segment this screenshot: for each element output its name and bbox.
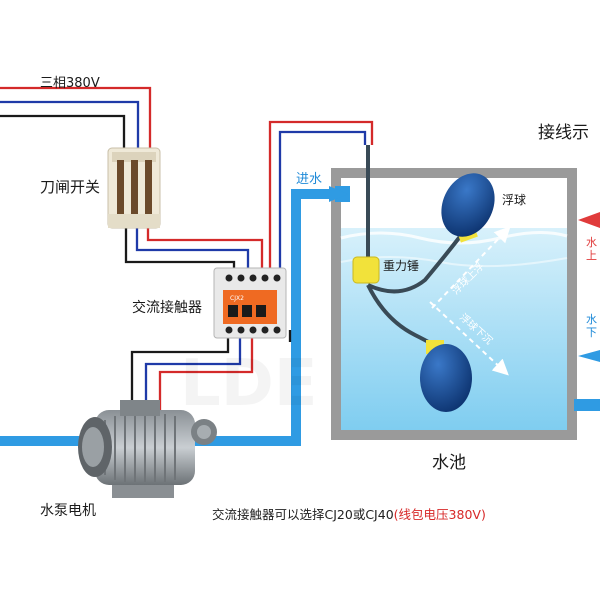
counterweight-icon — [352, 256, 380, 284]
wire-power-red — [0, 86, 152, 150]
arrow-down-icon — [429, 301, 509, 376]
note-highlight: (线包电压380V) — [393, 507, 486, 522]
wire-power-black — [0, 114, 126, 150]
wire-m-blue — [144, 336, 242, 412]
side-red-line-1: 水 — [586, 236, 597, 249]
wire-m-black — [130, 336, 230, 412]
inlet-arrow-icon — [329, 186, 348, 202]
float-ball-label: 浮球 — [502, 193, 527, 207]
contactor-brand: CJX2 — [230, 295, 244, 302]
contactor-label: 交流接触器 — [132, 300, 202, 316]
side-blue-line-1: 水 — [586, 313, 597, 326]
pump-motor-icon — [78, 400, 217, 498]
wire-power-blue — [0, 100, 140, 150]
counterweight-label: 重力锤 — [383, 259, 420, 273]
side-arrow-blue-icon — [578, 350, 600, 362]
contactor-note: 交流接触器可以选择CJ20或CJ40(线包电压380V) — [212, 504, 486, 523]
wire-coil-red — [268, 120, 374, 280]
side-arrow-red-icon — [578, 212, 600, 228]
float-ball-lower — [420, 340, 472, 412]
contactor: CJX2 — [213, 267, 287, 339]
float-cable-upper — [367, 228, 467, 294]
pump-motor-label: 水泵电机 — [40, 503, 96, 519]
wiring-title: 接线示 — [538, 123, 589, 143]
float-ball-upper — [441, 173, 495, 243]
water-in-label: 进水 — [296, 172, 323, 187]
tank-label: 水池 — [432, 453, 466, 473]
wire-ks-red — [146, 225, 264, 270]
knife-switch-label: 刀闸开关 — [40, 178, 101, 196]
wire-coil-blue — [278, 130, 367, 285]
watermark: LDE — [180, 347, 318, 421]
side-blue-line-2: 下 — [586, 326, 597, 339]
wire-m-red — [158, 336, 254, 412]
power-label: 三相380V — [40, 76, 100, 91]
note-main: 交流接触器可以选择CJ20或CJ40 — [212, 507, 394, 522]
wire-ks-blue — [135, 225, 250, 270]
side-blue-text: 水 下 — [586, 313, 597, 339]
knife-switch — [107, 147, 161, 229]
wire-ks-black — [124, 225, 236, 270]
side-red-line-2: 上 — [586, 249, 597, 262]
wave-line — [340, 230, 568, 245]
side-red-text: 水 上 — [586, 236, 597, 262]
wires — [0, 86, 374, 412]
